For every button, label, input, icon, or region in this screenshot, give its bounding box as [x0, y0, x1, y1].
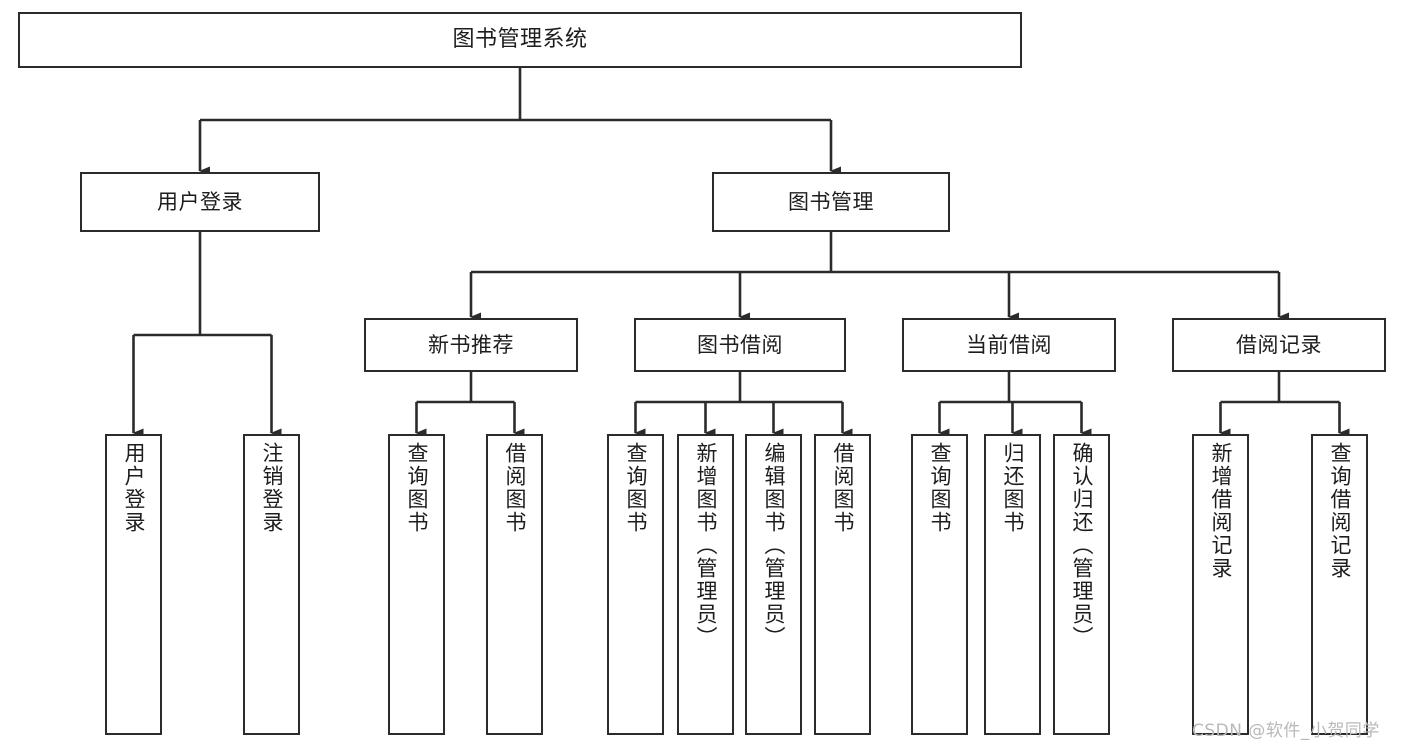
node-label: 新增借阅记录 — [1208, 442, 1233, 580]
node-leaf-query-book-3[interactable]: 查询图书 — [911, 434, 968, 735]
node-label: 查询图书 — [623, 442, 648, 534]
node-label: 用户登录 — [121, 442, 146, 534]
node-leaf-user-login[interactable]: 用户登录 — [105, 434, 162, 735]
node-label: 新书推荐 — [428, 332, 514, 357]
node-label: 归还图书 — [1000, 442, 1025, 534]
node-label: 查询借阅记录 — [1327, 442, 1352, 580]
node-label: 确认归还（管理员） — [1069, 442, 1094, 649]
node-leaf-edit-book[interactable]: 编辑图书（管理员） — [745, 434, 802, 735]
node-label: 查询图书 — [927, 442, 952, 534]
node-leaf-query-record[interactable]: 查询借阅记录 — [1311, 434, 1368, 735]
node-root[interactable]: 图书管理系统 — [18, 12, 1022, 68]
node-label: 借阅图书 — [502, 442, 527, 534]
node-label: 图书管理 — [788, 189, 874, 214]
node-label: 借阅图书 — [830, 442, 855, 534]
node-leaf-query-book-1[interactable]: 查询图书 — [388, 434, 445, 735]
node-label: 图书管理系统 — [452, 27, 588, 53]
node-label: 新增图书（管理员） — [693, 442, 718, 649]
node-leaf-borrow-book-2[interactable]: 借阅图书 — [814, 434, 871, 735]
node-label: 借阅记录 — [1236, 332, 1322, 357]
node-leaf-query-book-2[interactable]: 查询图书 — [607, 434, 664, 735]
node-new-book-recommend[interactable]: 新书推荐 — [364, 318, 578, 372]
node-leaf-confirm-return[interactable]: 确认归还（管理员） — [1053, 434, 1110, 735]
node-leaf-add-book[interactable]: 新增图书（管理员） — [677, 434, 734, 735]
node-borrow-record[interactable]: 借阅记录 — [1172, 318, 1386, 372]
node-current-borrow[interactable]: 当前借阅 — [902, 318, 1116, 372]
node-book-manage[interactable]: 图书管理 — [712, 172, 950, 232]
node-book-borrow[interactable]: 图书借阅 — [634, 318, 846, 372]
node-leaf-return-book[interactable]: 归还图书 — [984, 434, 1041, 735]
node-label: 用户登录 — [157, 189, 243, 214]
node-leaf-add-record[interactable]: 新增借阅记录 — [1192, 434, 1249, 735]
node-leaf-logout[interactable]: 注销登录 — [243, 434, 300, 735]
node-label: 注销登录 — [259, 442, 284, 534]
node-label: 查询图书 — [404, 442, 429, 534]
node-label: 图书借阅 — [697, 332, 783, 357]
node-label: 当前借阅 — [966, 332, 1052, 357]
node-label: 编辑图书（管理员） — [761, 442, 786, 649]
node-user-login[interactable]: 用户登录 — [80, 172, 320, 232]
node-leaf-borrow-book-1[interactable]: 借阅图书 — [486, 434, 543, 735]
